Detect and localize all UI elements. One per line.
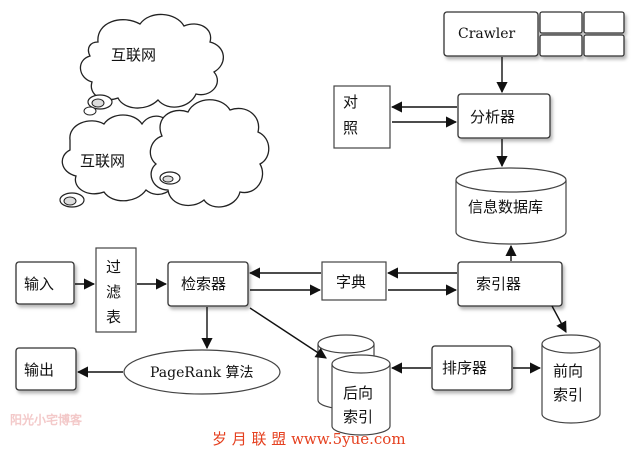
info-database-label: 信息数据库 bbox=[468, 198, 543, 216]
forward-index-label-bottom: 索引 bbox=[553, 386, 583, 404]
compare-label-bottom: 照 bbox=[343, 119, 358, 137]
sorter-node: 排序器 bbox=[431, 345, 513, 391]
analyzer-node: 分析器 bbox=[457, 93, 551, 139]
crawler-node: Crawler bbox=[443, 11, 539, 57]
input-node: 输入 bbox=[15, 261, 75, 305]
compare-node: 对 照 bbox=[333, 85, 391, 149]
forward-index-label-top: 前向 bbox=[553, 362, 583, 380]
sorter-label: 排序器 bbox=[442, 359, 487, 377]
pagerank-node: PageRank 算法 bbox=[123, 349, 281, 395]
filter-label-top: 过 bbox=[106, 258, 121, 276]
indexer-label: 索引器 bbox=[476, 275, 521, 293]
watermark-right: 岁 月 联 盟 www.5yue.com bbox=[212, 430, 406, 448]
compare-label-top: 对 bbox=[343, 93, 358, 111]
internet-bottom-label: 互联网 bbox=[80, 152, 125, 170]
indexer-node: 索引器 bbox=[457, 261, 563, 307]
filter-label-bottom: 表 bbox=[106, 308, 121, 326]
pagerank-label: PageRank 算法 bbox=[150, 365, 254, 381]
output-node: 输出 bbox=[15, 347, 77, 391]
crawler-label: Crawler bbox=[458, 26, 515, 42]
searcher-to-backward-index-arrow bbox=[249, 307, 327, 359]
internet-top-label: 互联网 bbox=[111, 46, 156, 64]
crawler-grid bbox=[539, 11, 625, 57]
searcher-label: 检索器 bbox=[181, 275, 226, 293]
input-label: 输入 bbox=[24, 275, 54, 293]
backward-index: 后向 索引 bbox=[317, 334, 391, 436]
info-database: 信息数据库 bbox=[455, 167, 567, 245]
indexer-to-forward-index-arrow bbox=[551, 305, 567, 333]
internet-cloud-top: 互联网 bbox=[79, 13, 224, 116]
output-label: 输出 bbox=[24, 361, 54, 379]
analyzer-label: 分析器 bbox=[470, 108, 515, 126]
searcher-node: 检索器 bbox=[167, 261, 249, 307]
filter-label-mid: 滤 bbox=[106, 283, 121, 301]
dictionary-node: 字典 bbox=[321, 261, 387, 301]
watermark-left: 阳光小宅博客 bbox=[10, 412, 83, 427]
backward-index-label-top: 后向 bbox=[343, 384, 373, 402]
forward-index: 前向 索引 bbox=[541, 334, 601, 424]
dictionary-label: 字典 bbox=[336, 273, 366, 291]
filter-node: 过 滤 表 bbox=[95, 247, 137, 333]
network-cloud-right bbox=[149, 99, 270, 208]
backward-index-label-bottom: 索引 bbox=[343, 408, 373, 426]
